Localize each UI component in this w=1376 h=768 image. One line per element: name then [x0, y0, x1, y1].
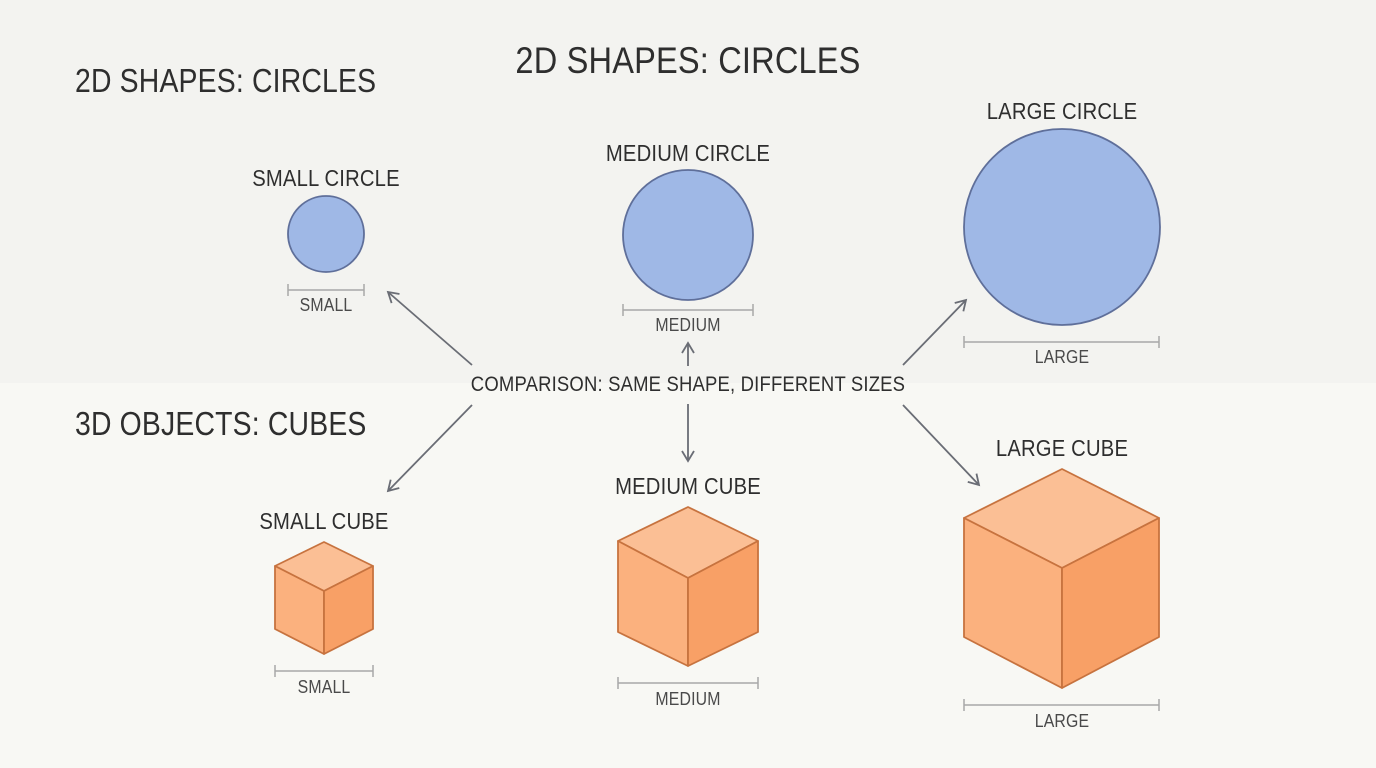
- comparison-label: COMPARISON: SAME SHAPE, DIFFERENT SIZES: [470, 373, 906, 396]
- small-circle: [287, 195, 365, 273]
- small-circle-dimension-line: [287, 284, 365, 296]
- large-circle: [963, 128, 1161, 326]
- large-circle-dimension-line: [963, 336, 1160, 348]
- large-circle-size-label: LARGE: [1034, 347, 1090, 367]
- large-circle-label: LARGE CIRCLE: [986, 98, 1138, 124]
- medium-circle: [622, 169, 754, 301]
- circles-section-heading: 2D SHAPES: CIRCLES: [75, 62, 377, 99]
- arrow-to-large-cube-icon: [902, 404, 981, 487]
- small-cube-label: SMALL CUBE: [259, 508, 389, 534]
- medium-circle-label: MEDIUM CIRCLE: [605, 140, 771, 166]
- medium-cube: [617, 506, 759, 667]
- medium-cube-dimension-line: [617, 677, 759, 689]
- cubes-section-heading: 3D OBJECTS: CUBES: [75, 405, 367, 442]
- large-cube-label: LARGE CUBE: [995, 435, 1129, 461]
- small-circle-size-label: SMALL: [299, 295, 353, 315]
- arrow-to-small-cube-icon: [386, 404, 473, 493]
- arrow-to-large-circle-icon: [902, 298, 968, 366]
- small-cube: [274, 541, 374, 655]
- small-cube-size-label: SMALL: [297, 677, 351, 697]
- medium-circle-dimension-line: [622, 304, 754, 316]
- large-cube-size-label: LARGE: [1034, 711, 1090, 731]
- small-circle-label: SMALL CIRCLE: [252, 165, 400, 191]
- medium-cube-size-label: MEDIUM: [655, 689, 721, 709]
- arrow-to-small-circle-icon: [386, 290, 473, 366]
- small-cube-dimension-line: [274, 665, 374, 677]
- page-title: 2D SHAPES: CIRCLES: [515, 40, 861, 81]
- large-cube-dimension-line: [963, 699, 1160, 711]
- medium-circle-size-label: MEDIUM: [655, 315, 721, 335]
- medium-cube-label: MEDIUM CUBE: [615, 473, 761, 499]
- large-cube: [963, 468, 1160, 689]
